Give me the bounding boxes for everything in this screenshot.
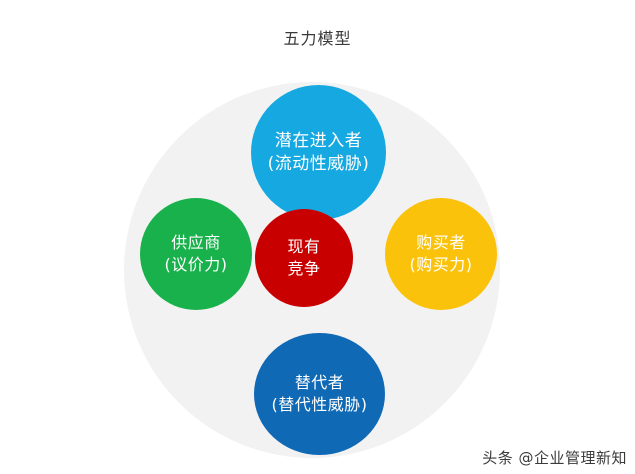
force-circle-suppliers[interactable]: 供应商 (议价力) (140, 198, 252, 310)
force-label-secondary: (替代性威胁) (271, 395, 368, 414)
force-label-primary: 替代者 (294, 373, 345, 392)
page-title: 五力模型 (283, 29, 352, 48)
force-label-secondary: (流动性威胁) (267, 153, 370, 174)
force-label-primary: 供应商 (171, 233, 221, 252)
force-circle-substitutes[interactable]: 替代者 (替代性威胁) (254, 333, 385, 455)
force-label-secondary: (议价力) (164, 255, 228, 274)
force-label-primary: 现有 (287, 237, 321, 256)
force-label-secondary: (购买力) (409, 255, 473, 274)
watermark-text: 头条 @企业管理新知 (482, 449, 627, 467)
force-label-primary: 购买者 (416, 233, 466, 252)
force-circle-potential-entrants[interactable]: 潜在进入者 (流动性威胁) (251, 85, 386, 220)
force-circle-buyers[interactable]: 购买者 (购买力) (385, 198, 497, 310)
force-circle-existing-rivalry[interactable]: 现有 竞争 (255, 209, 353, 307)
force-label-primary: 潜在进入者 (274, 130, 363, 151)
force-label-secondary: 竞争 (287, 259, 321, 278)
